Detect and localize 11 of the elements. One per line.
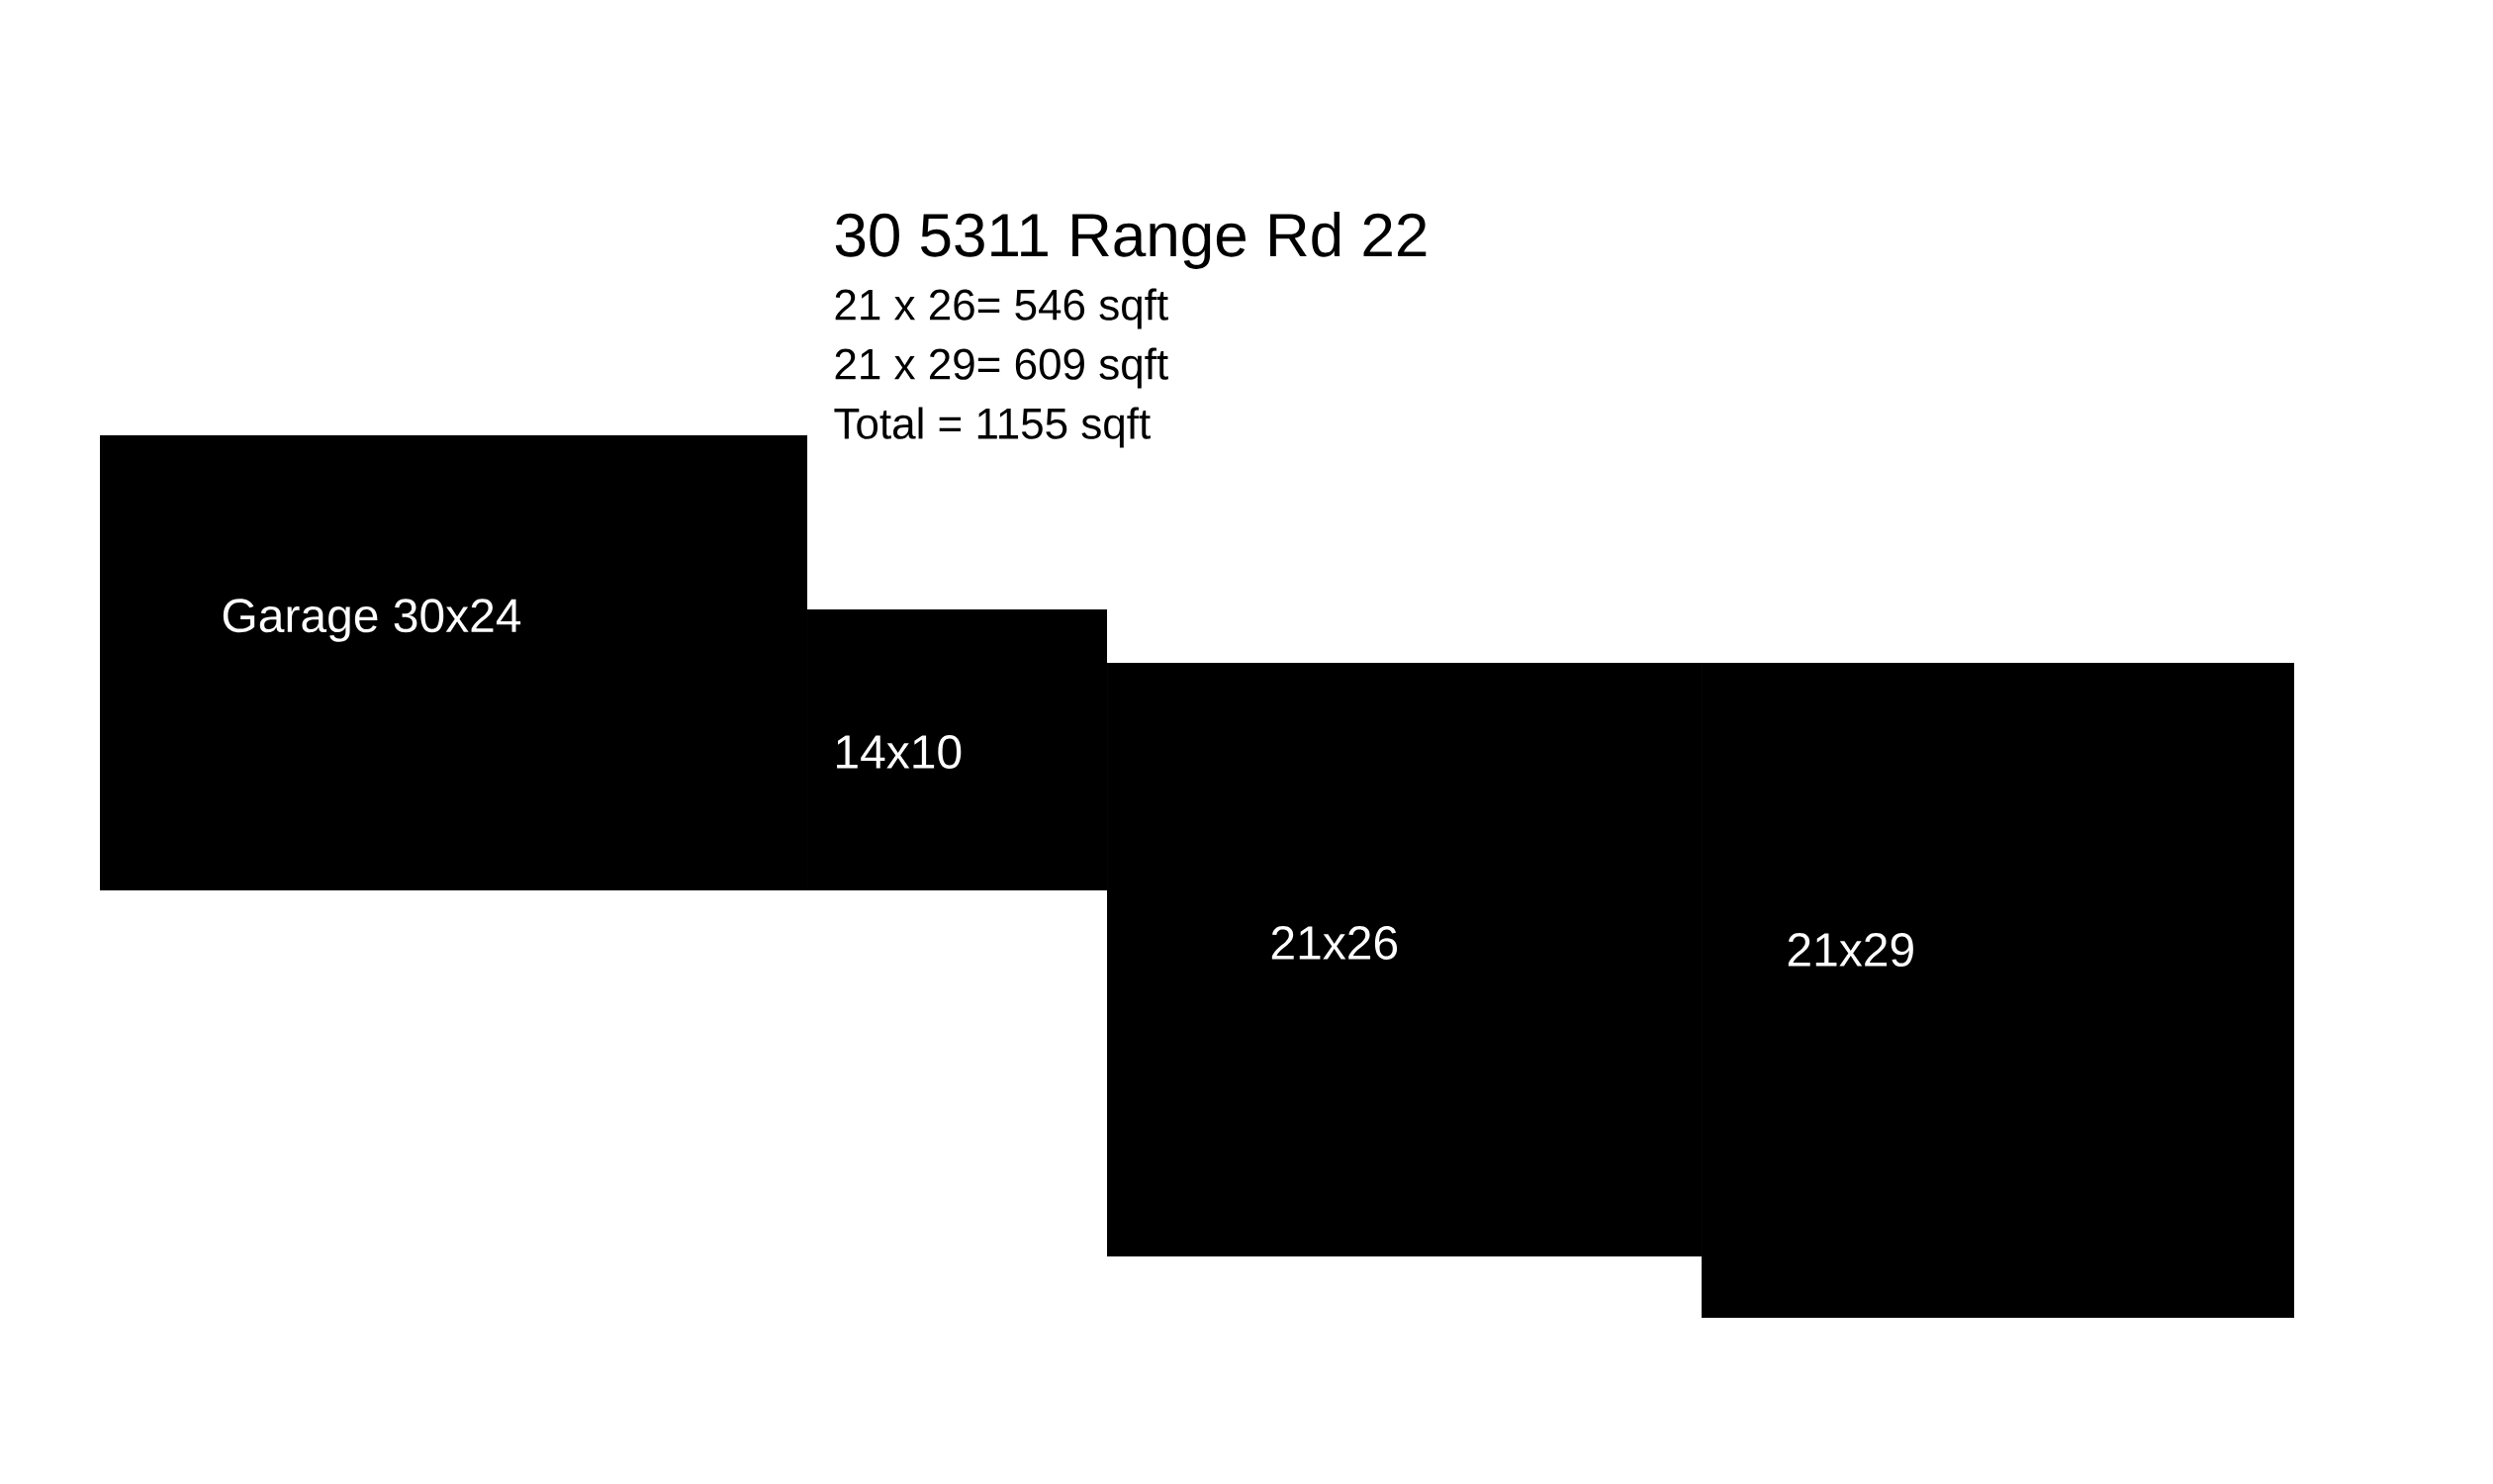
node-label: 21x29	[1788, 933, 1913, 968]
room-block: 14x10	[807, 609, 1107, 890]
node-label: 14x10	[837, 735, 962, 770]
node-label: 21x26	[1271, 926, 1398, 961]
node-label: Garage 30x24	[223, 599, 521, 642]
area-note: 21 x 29= 609 sqft	[835, 347, 1168, 389]
room-block: 21x29	[1702, 663, 2295, 1318]
title: 30 5311 Range Rd 22	[835, 212, 1427, 269]
area-note: Total = 1155 sqft	[834, 407, 1151, 448]
room-block: 21x26	[1107, 663, 1702, 1256]
area-note: 21 x 26= 546 sqft	[835, 288, 1168, 329]
